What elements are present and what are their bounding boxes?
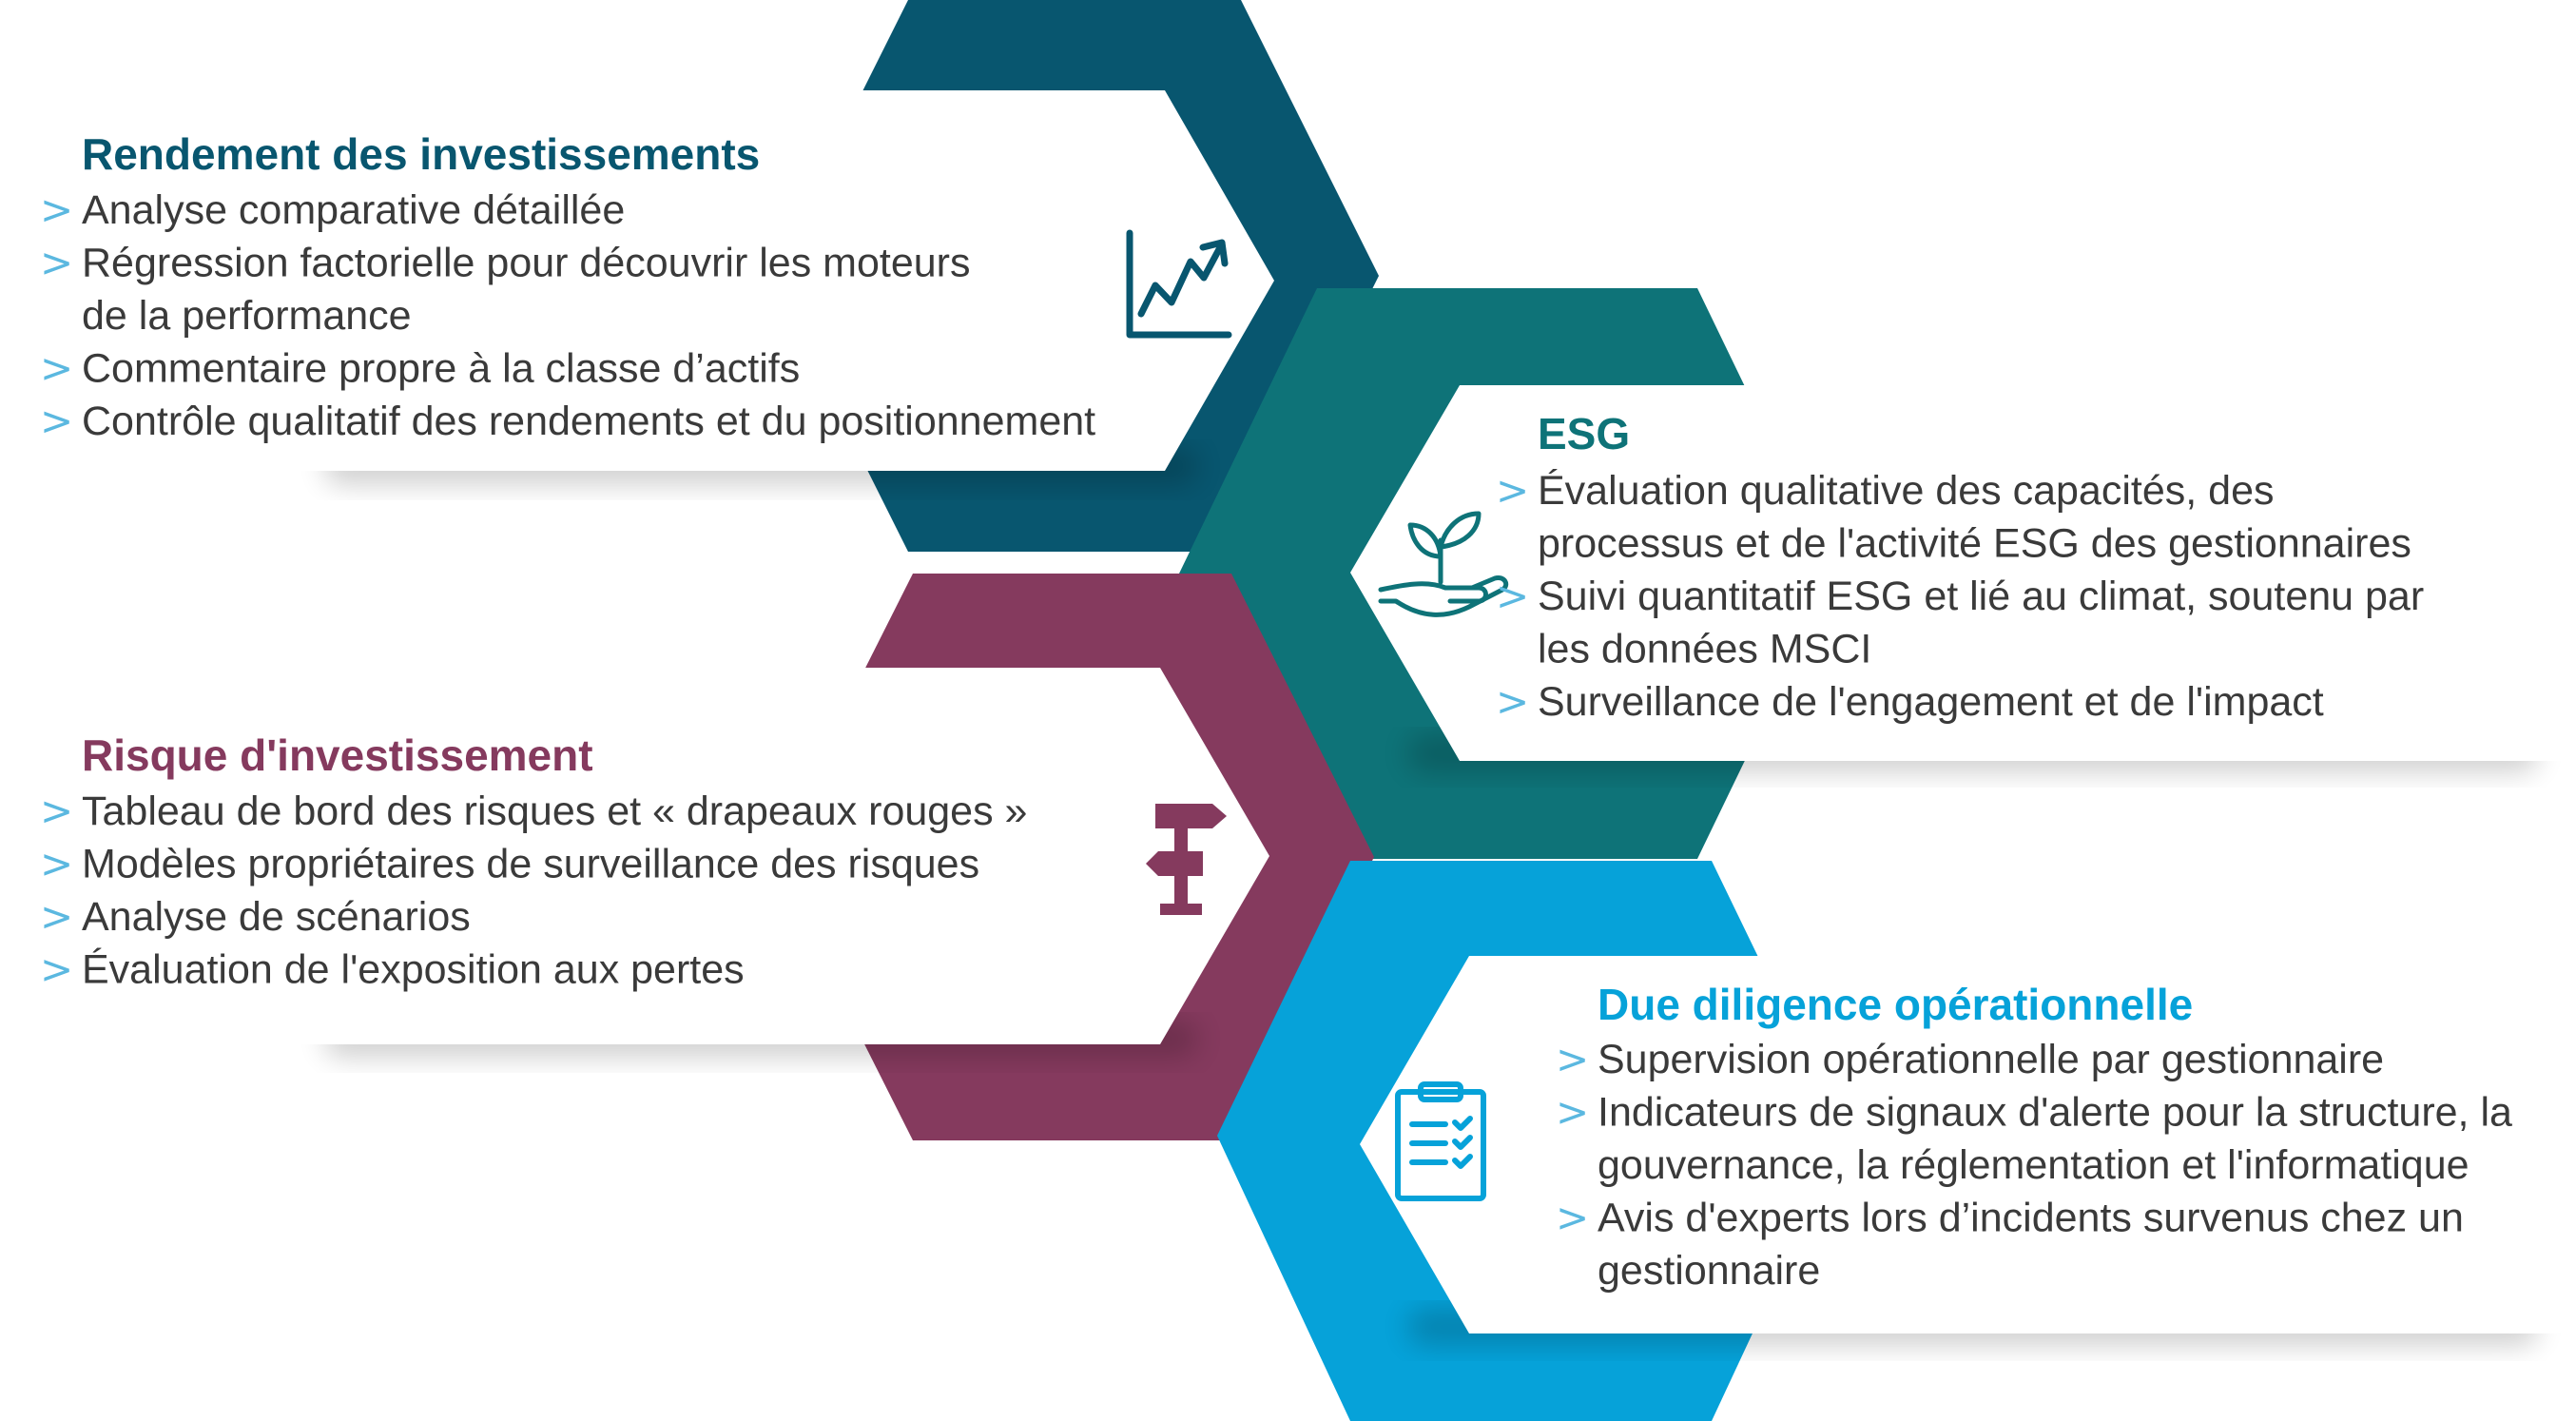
line-chart-icon — [1126, 229, 1232, 339]
bullet-chevron-icon: > — [40, 186, 73, 233]
bullet-chevron-icon: > — [1496, 573, 1529, 619]
operational-item-line: gestionnaire — [1598, 1248, 1820, 1294]
performance-title: Rendement des investissements — [82, 129, 760, 179]
performance-item-line: de la performance — [82, 293, 412, 339]
risk-panel-shape — [0, 668, 1269, 1044]
bullet-chevron-icon: > — [40, 788, 73, 834]
esg-item-line: Surveillance de l'engagement et de l'imp… — [1538, 679, 2324, 725]
operational-panel-shape — [1360, 956, 2576, 1333]
performance-text-block: Rendement des investissements>Analyse co… — [40, 129, 1095, 444]
plant-in-hand-icon — [1378, 511, 1509, 617]
clipboard-checklist-icon — [1395, 1081, 1486, 1201]
operational-item-line: gouvernance, la réglementation et l'info… — [1598, 1142, 2469, 1188]
esg-item-line: processus et de l'activité ESG des gesti… — [1538, 521, 2411, 567]
operational-title: Due diligence opérationnelle — [1598, 980, 2193, 1029]
esg-panel — [1350, 385, 2576, 772]
risk-panel — [0, 668, 1269, 1058]
risk-item-line: Analyse de scénarios — [82, 894, 471, 940]
risk-text-block: Risque d'investissement>Tableau de bord … — [40, 730, 1027, 993]
bullet-chevron-icon: > — [40, 946, 73, 993]
esg-item-line: les données MSCI — [1538, 627, 1871, 672]
performance-item-line: Commentaire propre à la classe d’actifs — [82, 346, 800, 392]
bullet-chevron-icon: > — [1556, 1089, 1589, 1136]
bullet-chevron-icon: > — [40, 240, 73, 286]
esg-item-line: Évaluation qualitative des capacités, de… — [1538, 468, 2274, 514]
risk-item-line: Évaluation de l'exposition aux pertes — [82, 947, 745, 993]
bullet-chevron-icon: > — [40, 841, 73, 887]
bullet-chevron-icon: > — [1556, 1195, 1589, 1241]
bullet-chevron-icon: > — [40, 893, 73, 940]
risk-item-line: Tableau de bord des risques et « drapeau… — [82, 788, 1027, 834]
bullet-chevron-icon: > — [40, 398, 73, 444]
esg-text-block: ESG>Évaluation qualitative des capacités… — [1496, 409, 2424, 725]
performance-item-line: Régression factorielle pour découvrir le… — [82, 241, 970, 286]
risk-title: Risque d'investissement — [82, 730, 593, 780]
bullet-chevron-icon: > — [40, 345, 73, 392]
performance-item-line: Contrôle qualitatif des rendements et du… — [82, 399, 1095, 444]
signpost-icon — [1146, 804, 1227, 915]
bullet-chevron-icon: > — [1496, 678, 1529, 725]
operational-item-line: Indicateurs de signaux d'alerte pour la … — [1598, 1090, 2512, 1136]
esg-title: ESG — [1538, 409, 1630, 458]
operational-item-line: Avis d'experts lors d’incidents survenus… — [1598, 1196, 2464, 1241]
performance-panel — [0, 90, 1274, 485]
operational-item-line: Supervision opérationnelle par gestionna… — [1598, 1037, 2384, 1082]
bullet-chevron-icon: > — [1556, 1036, 1589, 1082]
performance-item-line: Analyse comparative détaillée — [82, 187, 625, 233]
performance-panel-shape — [0, 90, 1274, 471]
risk-item-line: Modèles propriétaires de surveillance de… — [82, 842, 979, 887]
operational-panel — [1360, 956, 2576, 1346]
bullet-chevron-icon: > — [1496, 467, 1529, 514]
esg-panel-shape — [1350, 385, 2576, 761]
operational-text-block: Due diligence opérationnelle>Supervision… — [1556, 980, 2512, 1294]
esg-item-line: Suivi quantitatif ESG et lié au climat, … — [1538, 574, 2424, 619]
